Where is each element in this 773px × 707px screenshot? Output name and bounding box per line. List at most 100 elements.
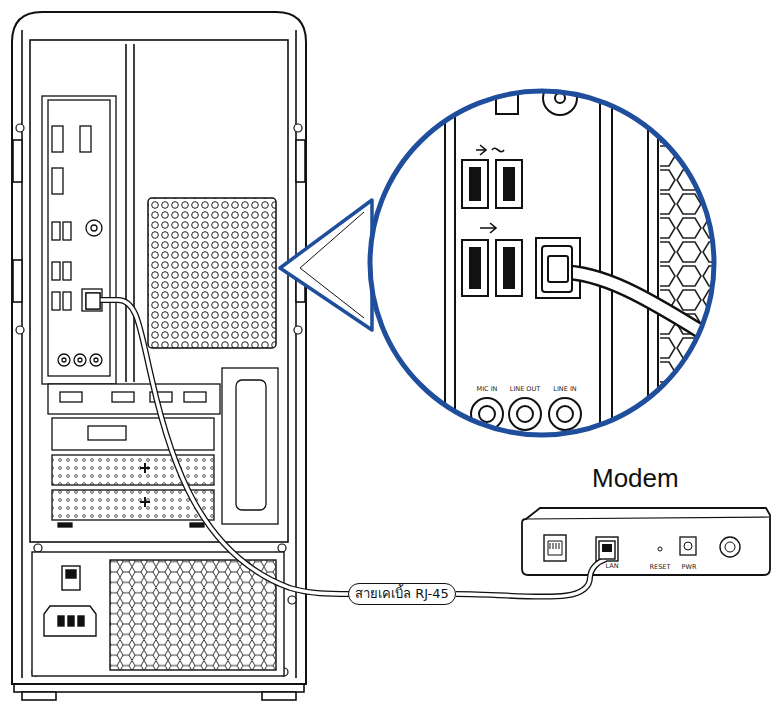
io-panel — [94, 358, 98, 362]
zoom-detail — [470, 248, 480, 288]
modem-part — [522, 508, 770, 575]
callout-pointer-inner — [300, 212, 364, 318]
power-supply — [66, 570, 76, 578]
zoom-detail — [476, 145, 504, 155]
io-panel — [42, 96, 116, 384]
vent-grille — [148, 198, 276, 348]
zoom-detail — [462, 240, 488, 296]
io-panel — [63, 262, 71, 280]
modem-part — [720, 537, 740, 557]
modem-part — [684, 542, 692, 550]
screw — [16, 124, 24, 132]
zoom-detail — [470, 168, 480, 200]
modem-part — [658, 547, 662, 551]
zoom-detail — [543, 81, 577, 115]
modem-box: Modem — [520, 505, 772, 577]
modem-part — [596, 537, 618, 561]
zoom-detail — [454, 80, 456, 450]
zoom-detail — [496, 160, 522, 208]
zoom-detail — [509, 398, 541, 430]
modem-part — [590, 559, 606, 577]
modem-part — [680, 537, 696, 555]
tower-case — [125, 44, 127, 382]
screw — [16, 326, 24, 334]
zoom-detail — [611, 80, 613, 450]
port-label: LINE IN — [553, 385, 576, 393]
zoom-detail — [496, 240, 522, 296]
zoom-detail — [549, 398, 581, 430]
network-cable — [456, 577, 590, 597]
screw — [278, 544, 286, 552]
expansion-slots — [184, 392, 206, 402]
io-panel — [52, 262, 60, 280]
power-supply — [58, 616, 64, 626]
port-label: RESET — [650, 563, 671, 571]
expansion-slots — [58, 523, 72, 527]
io-panel — [63, 292, 71, 310]
expansion-slots — [140, 463, 150, 507]
zoom-detail — [560, 272, 730, 350]
zoom-detail — [479, 406, 495, 422]
io-panel — [91, 225, 97, 231]
tower-case — [22, 692, 56, 700]
tower-case — [296, 140, 305, 182]
io-panel — [82, 289, 102, 311]
cable-core — [456, 577, 590, 597]
tower-case — [13, 140, 22, 182]
power-supply — [110, 560, 276, 670]
cable-name: สายเคเบิ้ล RJ-45 — [355, 586, 449, 602]
screw — [288, 596, 296, 604]
callout-pointer — [280, 200, 372, 330]
port-label: PWR — [682, 563, 697, 571]
power-supply — [68, 616, 74, 626]
expansion-slots — [52, 455, 214, 485]
zoom-detail — [599, 80, 601, 450]
io-panel — [52, 292, 60, 310]
modem-part — [590, 559, 606, 577]
network-cable — [86, 293, 350, 594]
device-name: Modem — [592, 463, 679, 493]
zoom-detail — [504, 168, 514, 200]
modem-part — [599, 541, 615, 559]
io-panel — [52, 126, 63, 152]
modem-part — [544, 535, 566, 561]
zoom-detail — [480, 223, 496, 233]
modem-outline — [520, 505, 772, 577]
zoom-detail — [542, 246, 572, 292]
cable-label: สายเคเบิ้ล RJ-45 — [348, 583, 456, 605]
expansion-slots — [48, 384, 220, 414]
zoom-detail — [557, 406, 573, 422]
io-panel — [90, 354, 102, 366]
io-panel — [86, 220, 102, 236]
modem-part — [725, 542, 735, 552]
io-panel — [62, 358, 66, 362]
io-panel — [42, 96, 116, 384]
tower-case — [12, 12, 306, 684]
power-supply — [44, 606, 96, 636]
expansion-slots — [236, 380, 266, 510]
expansion-slots — [60, 392, 82, 402]
expansion-slots — [112, 392, 134, 402]
network-cable — [96, 300, 350, 594]
tower-case — [12, 12, 306, 700]
screw — [294, 326, 302, 334]
network-cable — [86, 293, 100, 309]
expansion-slots — [222, 368, 278, 524]
zoom-detail — [445, 78, 730, 460]
zoom-detail — [647, 80, 649, 450]
tower-case — [13, 260, 22, 302]
tower-case — [262, 692, 296, 700]
zoom-ring — [370, 91, 714, 435]
io-panel — [74, 354, 86, 366]
port-label: LAN — [605, 562, 618, 570]
expansion-slots — [190, 523, 204, 527]
io-panel — [52, 222, 60, 240]
expansion-slots — [88, 426, 126, 440]
io-panel — [80, 126, 91, 152]
io-panel — [86, 293, 100, 309]
power-supply — [78, 616, 84, 626]
zoom-detail — [660, 80, 730, 460]
expansion-slots — [48, 368, 278, 527]
modem-part — [548, 541, 562, 555]
